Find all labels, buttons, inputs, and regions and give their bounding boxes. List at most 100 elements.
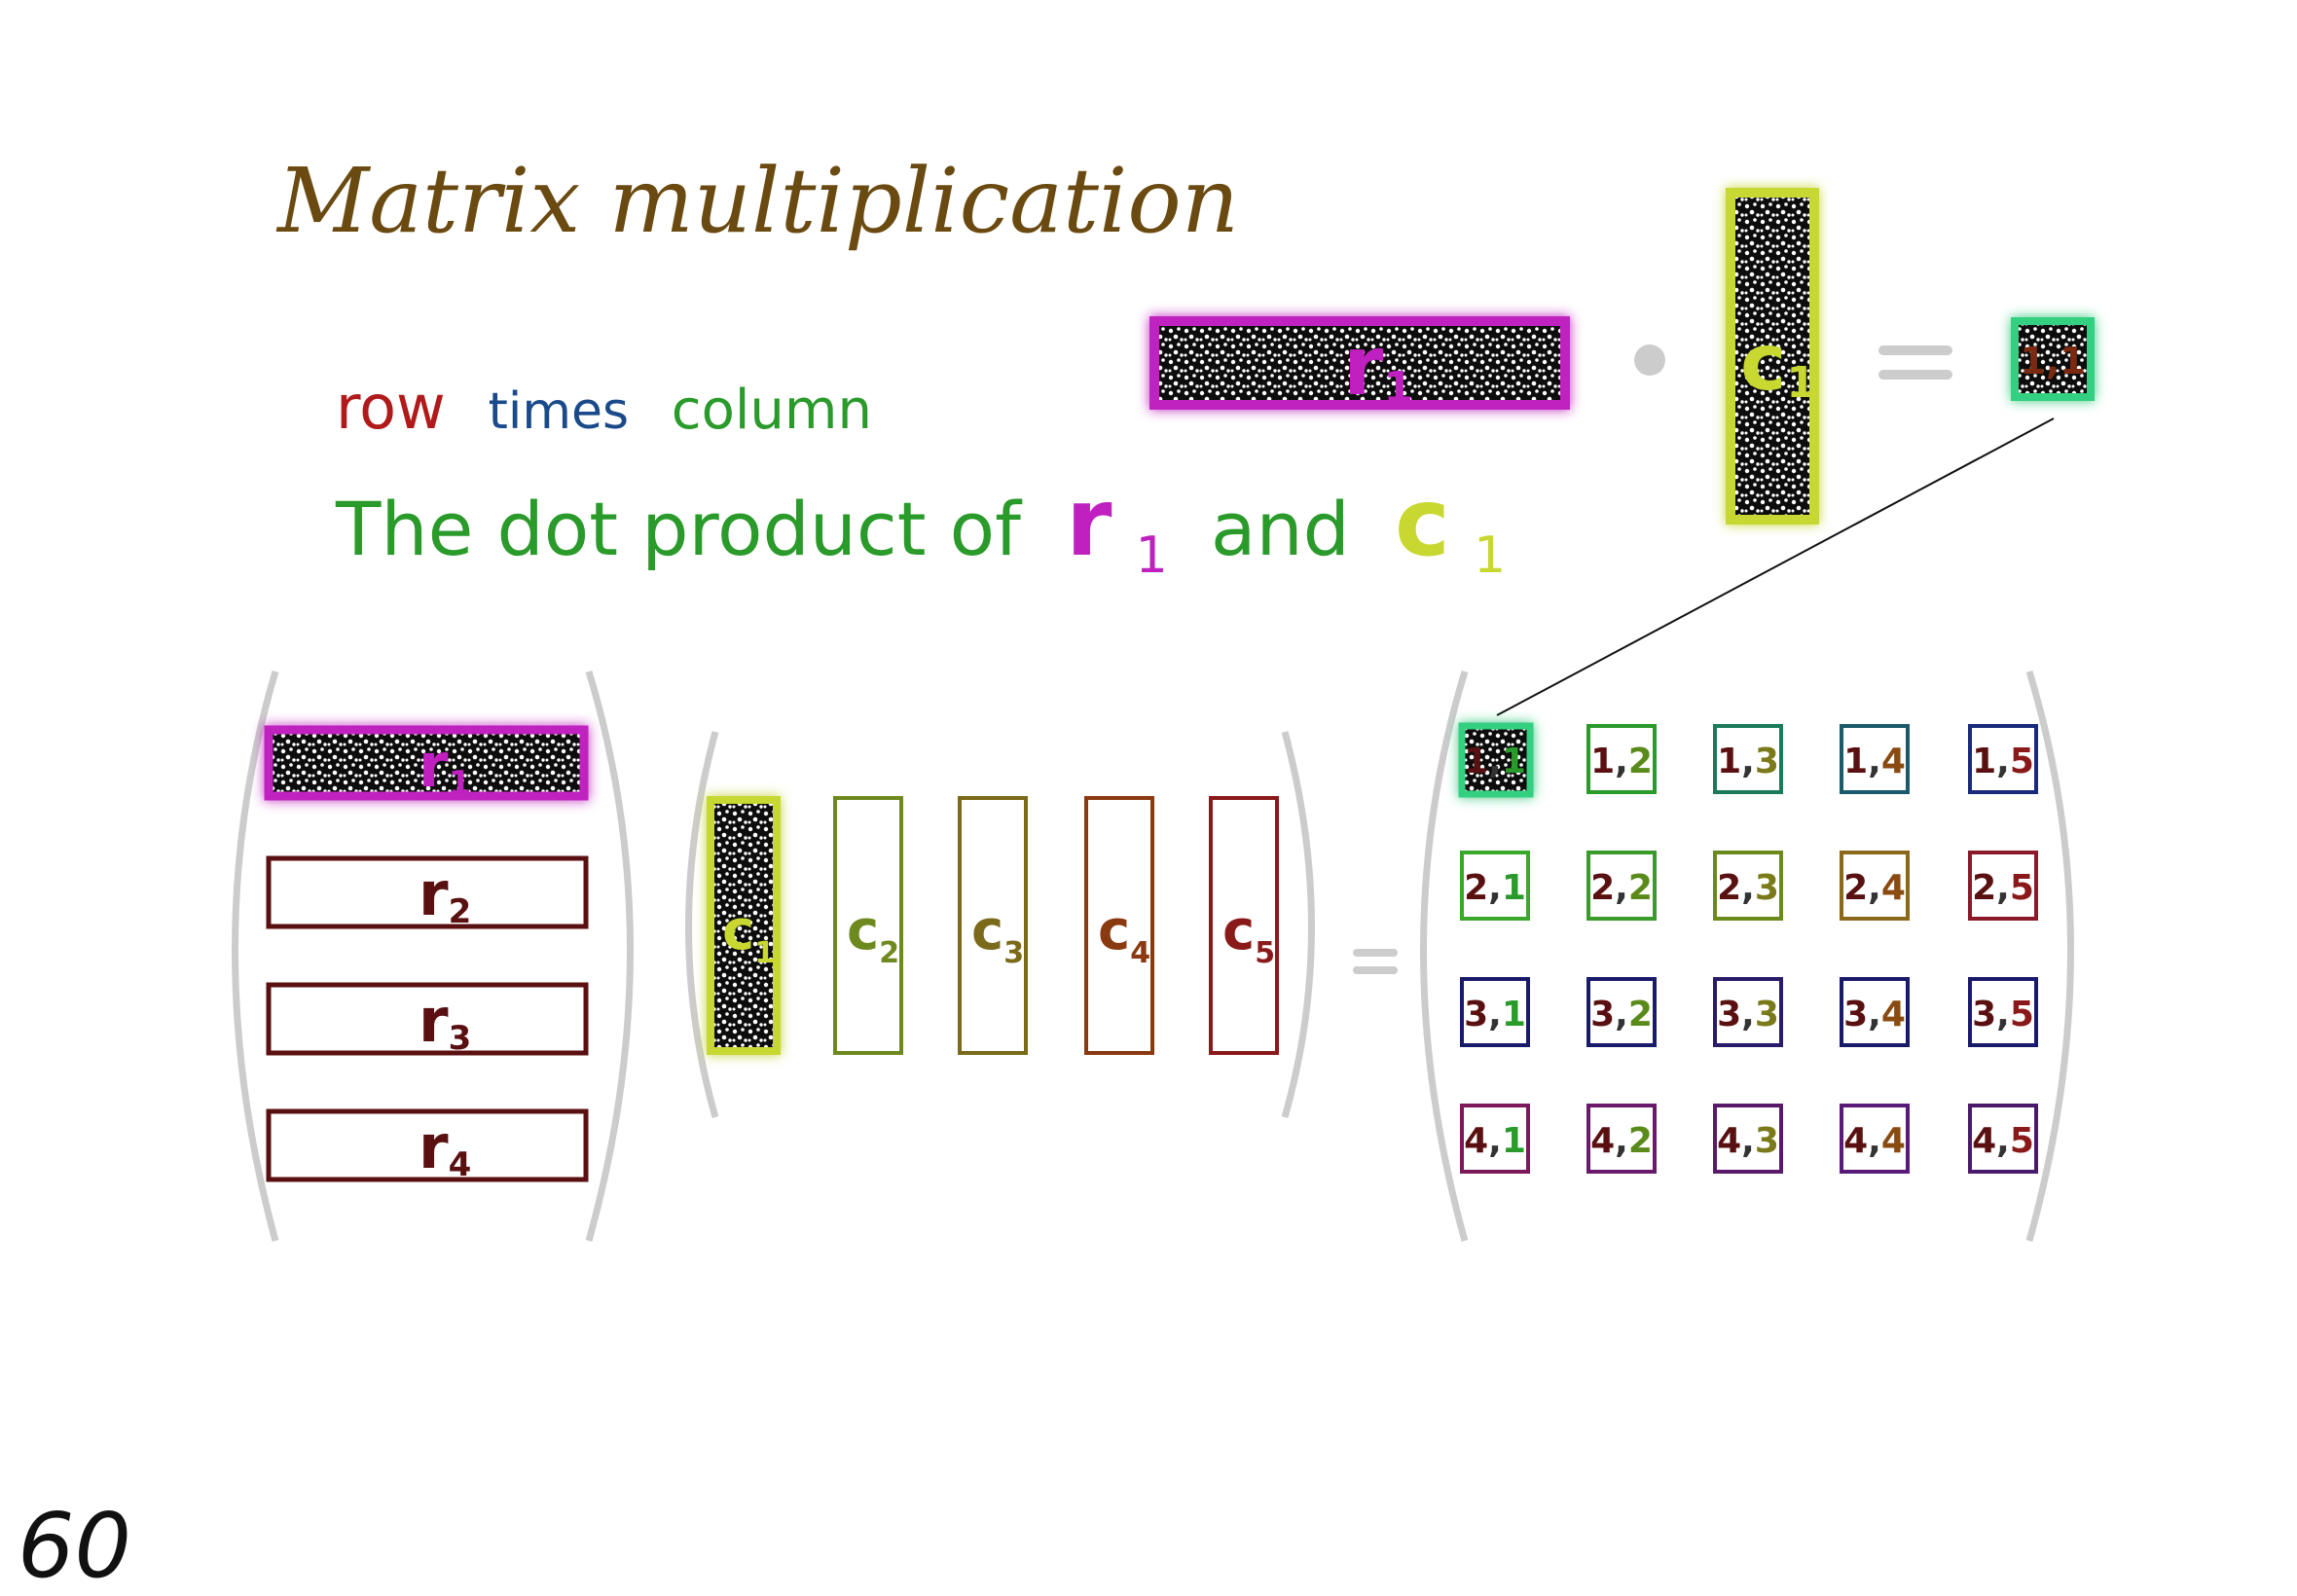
result-box	[1586, 1104, 1657, 1174]
result-box	[1586, 851, 1657, 921]
result-cell-2-3: 2,3	[1713, 851, 1783, 921]
top-col-vector	[1726, 188, 1819, 525]
row-vector-3: r3	[266, 982, 589, 1058]
result-cell-3-5: 3,5	[1968, 977, 2038, 1047]
result-cell-3-2: 3,2	[1586, 977, 1657, 1047]
result-cell-1-3: 1,3	[1713, 724, 1783, 794]
row-matrix-left-paren	[232, 671, 279, 1242]
result-label: 3,1	[1464, 995, 1526, 1034]
column-label: c3	[971, 899, 1024, 970]
result-cell-3-1: 3,1	[1460, 977, 1530, 1047]
column-vector-2: c2	[833, 796, 903, 1055]
row-box	[266, 1108, 589, 1182]
top-equation: r1 c1 1,1	[1149, 188, 2095, 716]
column-label: c4	[1098, 899, 1150, 970]
top-equals-sign	[1878, 345, 1952, 380]
row-matrix: r1 r2 r3 r4	[232, 670, 634, 1242]
row-matrix-right-paren	[585, 670, 634, 1242]
row-box	[266, 982, 589, 1056]
row-label: r4	[419, 1111, 471, 1184]
result-label: 4,5	[1972, 1121, 2034, 1161]
result-cell-2-5: 2,5	[1968, 851, 2038, 921]
result-label: 1,2	[1590, 742, 1653, 781]
result-label: 2,3	[1717, 868, 1779, 908]
result-cell-4-5: 4,5	[1968, 1104, 2038, 1174]
result-cell-4-1: 4,1	[1460, 1104, 1530, 1174]
sentence-c-index: 1	[1474, 526, 1506, 585]
result-box	[1968, 851, 2038, 921]
column-vector-5: c5	[1209, 796, 1279, 1055]
result-cell-4-4: 4,4	[1840, 1104, 1910, 1174]
result-cell-1-1: 1,1	[1458, 722, 1534, 798]
result-box	[1840, 1104, 1910, 1174]
column-box	[707, 796, 781, 1055]
top-result-cell	[2011, 317, 2095, 401]
result-label: 2,5	[1972, 868, 2034, 908]
column-box	[1084, 796, 1154, 1055]
result-label: 3,3	[1717, 995, 1779, 1034]
times-word: times	[489, 382, 630, 441]
result-cell-1-2: 1,2	[1586, 724, 1657, 794]
page-number: 60	[18, 1494, 131, 1596]
result-label: 1,3	[1717, 742, 1779, 781]
result-box	[1586, 977, 1657, 1047]
result-box	[1713, 977, 1783, 1047]
result-label: 2,4	[1843, 868, 1906, 908]
column-vector-3: c3	[958, 796, 1028, 1055]
result-label: 2,1	[1464, 868, 1526, 908]
result-cell-3-3: 3,3	[1713, 977, 1783, 1047]
top-row-vector	[1149, 316, 1570, 410]
column-label: c1	[722, 899, 775, 970]
sentence-prefix: The dot product of	[335, 486, 1023, 572]
result-box	[1460, 851, 1530, 921]
sentence-and: and	[1211, 486, 1350, 572]
result-matrix-left-paren	[1420, 670, 1469, 1242]
row-label: r2	[419, 858, 471, 931]
result-label: 4,3	[1717, 1121, 1779, 1161]
column-vector-4: c4	[1084, 796, 1154, 1055]
result-cell-1-4: 1,4	[1840, 724, 1910, 794]
sentence-c-letter: c	[1395, 468, 1450, 577]
result-label: 3,5	[1972, 995, 2034, 1034]
row-word: row	[336, 372, 446, 443]
result-box	[1840, 724, 1910, 794]
result-box	[1460, 1104, 1530, 1174]
column-word: column	[672, 379, 872, 442]
result-matrix-right-paren	[2025, 670, 2074, 1242]
column-box	[833, 796, 903, 1055]
column-box	[958, 796, 1028, 1055]
connector-line	[1496, 417, 2055, 716]
result-box	[1713, 724, 1783, 794]
middle-equals-sign	[1353, 949, 1398, 974]
page-title: Matrix multiplication	[275, 149, 1239, 253]
result-cell-2-1: 2,1	[1460, 851, 1530, 921]
result-label: 1,4	[1843, 742, 1906, 781]
result-label: 4,1	[1464, 1121, 1526, 1161]
result-cell-2-4: 2,4	[1840, 851, 1910, 921]
result-box	[1968, 724, 2038, 794]
result-box	[1458, 722, 1534, 798]
subtitle-line: row times column	[336, 372, 872, 443]
row-box	[266, 855, 589, 929]
top-result-label: 1,1	[2020, 340, 2085, 382]
column-label: c2	[847, 899, 899, 970]
result-box	[1586, 724, 1657, 794]
result-box	[1968, 1104, 2038, 1174]
column-matrix-left-paren	[685, 731, 719, 1118]
column-vector-1: c1	[707, 796, 781, 1055]
result-label: 4,4	[1843, 1121, 1906, 1161]
column-matrix-right-paren	[1281, 731, 1315, 1118]
result-label: 4,2	[1590, 1121, 1653, 1161]
result-box	[1840, 851, 1910, 921]
result-label: 2,2	[1590, 868, 1653, 908]
row-label: r1	[419, 730, 471, 803]
result-box	[1460, 977, 1530, 1047]
dot-operator	[1634, 345, 1665, 376]
sentence-r-letter: r	[1066, 468, 1112, 577]
result-label: 3,4	[1843, 995, 1906, 1034]
row-label: r3	[419, 985, 471, 1058]
top-col-label: c1	[1740, 317, 1816, 408]
sentence-r-index: 1	[1136, 526, 1168, 585]
result-label: 3,2	[1590, 995, 1653, 1034]
result-box	[1713, 1104, 1783, 1174]
